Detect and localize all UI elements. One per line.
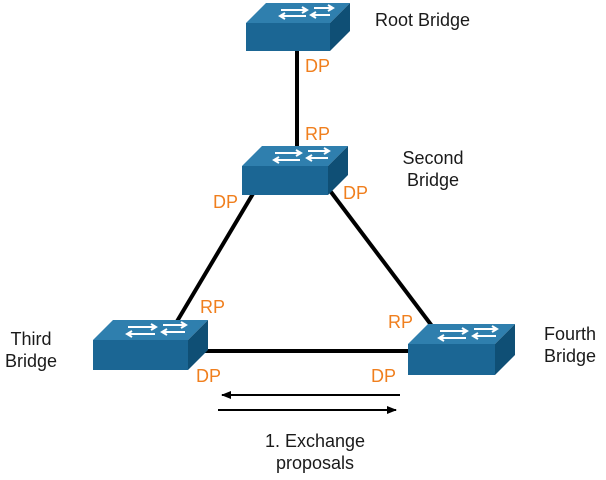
fourth-bridge-switch-icon — [408, 324, 515, 375]
fourth-bridge-port-rp: RP — [388, 312, 414, 332]
third-bridge-label-line1: Third — [10, 329, 52, 349]
link-second-fourth — [326, 186, 437, 332]
second-bridge-label-line1: Second — [402, 148, 464, 168]
second-bridge-label-line2: Bridge — [406, 170, 460, 190]
exchange-proposals-caption: 1. Exchange proposals — [240, 430, 390, 474]
link-second-third — [174, 190, 256, 325]
third-bridge-port-rp: RP — [200, 297, 226, 317]
root-bridge-port-dp: DP — [305, 56, 331, 76]
third-bridge-switch-icon — [93, 320, 208, 370]
fourth-bridge-label-line1: Fourth — [543, 324, 597, 344]
third-bridge-port-dp: DP — [196, 366, 222, 386]
second-bridge-label: Second Bridge — [393, 147, 473, 191]
root-bridge-switch-icon — [246, 3, 350, 51]
root-bridge-label: Root Bridge — [375, 10, 471, 30]
second-bridge-port-dp-left: DP — [213, 192, 239, 212]
exchange-caption-line2: proposals — [275, 453, 355, 473]
third-bridge-label: Third Bridge — [0, 328, 62, 372]
exchange-caption-line1: 1. Exchange — [264, 431, 366, 451]
third-bridge-label-line2: Bridge — [4, 351, 58, 371]
fourth-bridge-port-dp: DP — [371, 366, 397, 386]
second-bridge-switch-icon — [242, 146, 348, 195]
second-bridge-port-rp: RP — [305, 124, 331, 144]
fourth-bridge-label: Fourth Bridge — [535, 323, 605, 367]
second-bridge-port-dp-right: DP — [343, 183, 369, 203]
fourth-bridge-label-line2: Bridge — [543, 346, 597, 366]
